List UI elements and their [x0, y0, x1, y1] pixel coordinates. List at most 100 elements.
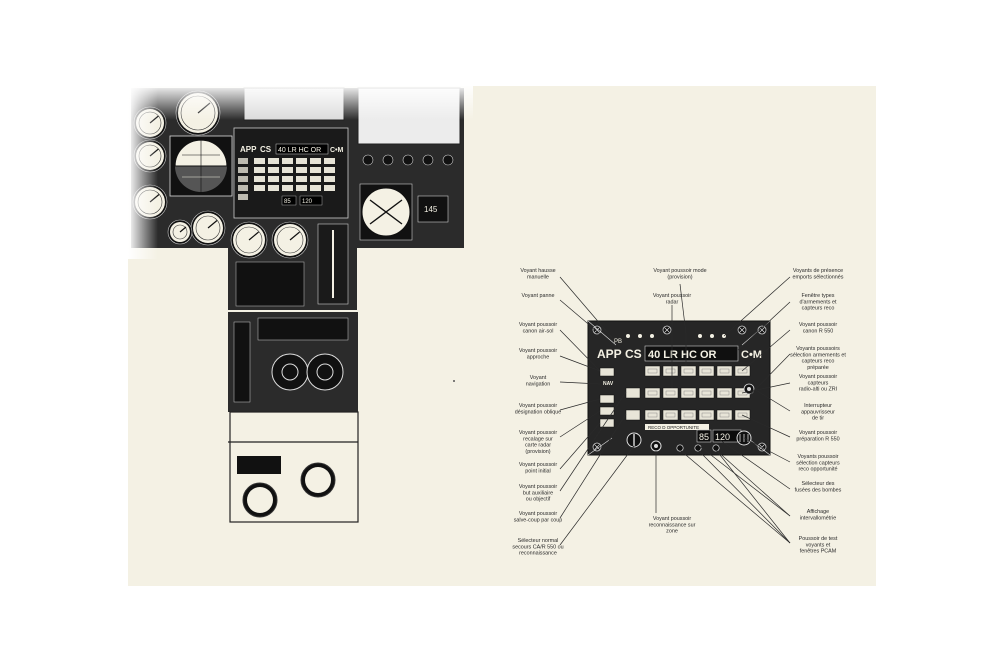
leader-line [559, 299, 601, 335]
grid-pushbutton[interactable] [680, 409, 697, 421]
panel-screw [592, 442, 602, 452]
leader-line [715, 449, 791, 544]
cockpit-digits-right: 120 [302, 199, 313, 205]
leader-line [741, 382, 791, 394]
cockpit-key [296, 176, 307, 182]
grid-pushbutton[interactable] [662, 365, 679, 377]
label-bottom-line: Voyant poussoir [653, 516, 692, 522]
label-left-line: Voyant poussoir [519, 322, 558, 328]
interval-digits-right: 120 [715, 432, 730, 442]
grid-pushbutton[interactable] [680, 387, 697, 399]
toggle-switch[interactable] [743, 383, 755, 395]
grid-pushbutton[interactable] [716, 387, 733, 399]
label-top-line: Voyant poussoir [653, 293, 692, 299]
cockpit-knob [422, 154, 434, 166]
grid-pushbutton[interactable] [716, 365, 733, 377]
label-left-line: Voyant poussoir [519, 348, 558, 354]
label-left-line: Voyant poussoir [519, 430, 558, 436]
grid-pushbutton[interactable] [644, 365, 661, 377]
armament-panel-small: APP CS 40 LR HC OR C•M 85 120 [233, 127, 349, 219]
leader-line [737, 301, 791, 351]
cockpit-small-readout: 145 [424, 205, 438, 214]
grid-pushbutton[interactable] [625, 387, 641, 399]
grid-pushbutton[interactable] [680, 365, 697, 377]
side-pushbutton[interactable] [599, 367, 615, 377]
grid-pushbutton[interactable] [716, 409, 733, 421]
cockpit-gauge [167, 219, 193, 245]
weapon-type-window [644, 345, 739, 362]
cockpit-key [282, 176, 293, 182]
cockpit-key [310, 185, 321, 191]
presence-light [710, 334, 714, 338]
cockpit-side-key [238, 194, 248, 200]
grid-pushbutton[interactable] [644, 409, 661, 421]
panel-cs-label: CS [625, 347, 642, 361]
label-right-line: fenêtres PCAM [800, 549, 837, 555]
selector-knob-center[interactable] [650, 440, 662, 452]
label-right-line: de tir [812, 416, 824, 422]
grid-pushbutton[interactable] [698, 409, 715, 421]
cockpit-knob [402, 154, 414, 166]
label-right-line: Voyants poussoir [797, 454, 838, 460]
label-left-line: but auxiliaire [523, 490, 553, 496]
label-right-line: Poussoir de test [799, 536, 838, 542]
label-left-line: manuelle [527, 274, 549, 280]
cockpit-knob [382, 154, 394, 166]
panel-screw [757, 325, 767, 335]
grid-pushbutton[interactable] [662, 387, 679, 399]
side-pushbutton[interactable] [599, 406, 615, 416]
console-detail [233, 317, 349, 403]
test-knob[interactable] [712, 444, 720, 452]
cockpit-key [324, 176, 335, 182]
side-pushbutton[interactable] [599, 394, 615, 404]
cockpit-knob [442, 154, 454, 166]
leader-line [697, 444, 791, 517]
label-right-line: capteurs [808, 380, 829, 386]
attitude-indicator [169, 135, 233, 197]
test-knob[interactable] [676, 444, 684, 452]
interval-digits-left: 85 [699, 432, 709, 442]
selector-knob-left[interactable] [626, 432, 642, 448]
cockpit-gauge [230, 221, 268, 259]
grid-pushbutton[interactable] [644, 387, 661, 399]
grid-pushbutton[interactable] [662, 409, 679, 421]
cockpit-key [282, 158, 293, 164]
cockpit-key [310, 176, 321, 182]
horizontal-situation-indicator: 145 [359, 183, 449, 241]
grid-pushbutton[interactable] [698, 387, 715, 399]
cockpit-key [268, 167, 279, 173]
label-right-line: sélection armements et [790, 352, 846, 358]
cockpit-key [310, 158, 321, 164]
cockpit-key [296, 167, 307, 173]
presence-light [698, 334, 702, 338]
label-right-line: intervallométrie [800, 515, 837, 521]
leader-line [743, 437, 791, 463]
label-left-line: Voyant hausse [520, 268, 555, 274]
cockpit-key [268, 185, 279, 191]
cockpit-key [282, 167, 293, 173]
label-right-line: Interrupteur [804, 403, 832, 409]
leader-line [559, 413, 627, 519]
leader-line [559, 398, 601, 411]
reco-title-strip [645, 424, 709, 430]
grid-pushbutton[interactable] [625, 409, 641, 421]
label-left-line: recalage sur [523, 436, 553, 442]
label-left-line: Voyant poussoir [519, 484, 558, 490]
label-bottom-line: zone [666, 529, 678, 535]
cockpit-readout: 40 LR HC OR [278, 147, 321, 154]
panel-nav-label: NAV [603, 381, 614, 387]
grid-pushbutton[interactable] [698, 365, 715, 377]
label-right-line: voyants et [806, 542, 831, 548]
